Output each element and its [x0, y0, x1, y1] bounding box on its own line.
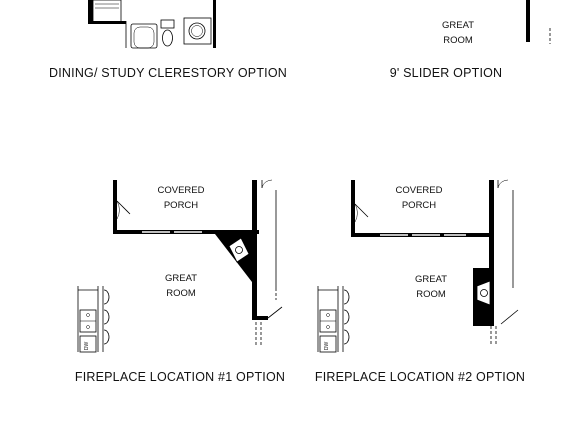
dining-study-plan-fragment	[88, 0, 216, 49]
toilet-bowl	[162, 29, 173, 47]
fp1-dishwasher	[79, 335, 97, 353]
fp2-stool-3	[343, 329, 350, 345]
fp1-great-room-label-line1: GREAT	[165, 273, 197, 284]
fp1-porch-label-line2: PORCH	[164, 200, 198, 211]
fp2-left-wall	[351, 180, 355, 235]
fp2-firebox	[476, 280, 491, 306]
sink-bowl	[188, 22, 206, 40]
fp2-stool-2	[343, 309, 350, 325]
top-great-room-label-line1: GREAT	[442, 20, 474, 31]
fp1-porch-label-line1: COVERED	[158, 185, 205, 196]
fp2-side-door	[500, 309, 519, 325]
fp1-stool-2	[103, 309, 110, 325]
fp1-wall-return	[252, 316, 268, 320]
fp1-left-wall	[113, 180, 117, 232]
toilet-tank	[160, 19, 175, 29]
bath-bottom-wall	[88, 21, 126, 24]
fp1-side-door	[267, 306, 283, 319]
fp2-porch-door	[354, 203, 369, 218]
fp2-dishwasher	[319, 335, 337, 353]
bath-right-wall	[213, 0, 216, 48]
fp2-dw-label: DW	[324, 342, 330, 351]
fp2-stool-1	[343, 289, 350, 305]
bathtub-basin	[133, 26, 155, 49]
fp2-porch-label-line2: PORCH	[402, 200, 436, 211]
slider-wall	[526, 0, 530, 42]
fp2-great-room-label-line2: ROOM	[416, 289, 446, 300]
top-great-room-label-line2: ROOM	[443, 35, 473, 46]
fp1-corner-fireplace	[215, 234, 252, 282]
fp2-right-wall	[489, 180, 494, 270]
bath-left-wall	[88, 0, 93, 24]
fp1-great-room-label-line2: ROOM	[166, 288, 196, 299]
caption-fireplace2: FIREPLACE LOCATION #2 OPTION	[315, 370, 525, 384]
fireplace1-plan: DW	[77, 179, 283, 353]
fp1-right-wall	[252, 180, 257, 318]
slider-plan-fragment: GREAT ROOM	[442, 0, 551, 46]
fp2-porch-label-line1: COVERED	[396, 185, 443, 196]
caption-slider: 9' SLIDER OPTION	[390, 66, 503, 80]
fireplace2-plan: DW	[317, 179, 519, 353]
fp1-firebox	[228, 237, 250, 263]
closet-outline	[92, 0, 122, 23]
fp1-stool-1	[103, 289, 110, 305]
caption-dining-study: DINING/ STUDY CLERESTORY OPTION	[49, 66, 287, 80]
bathtub	[130, 23, 158, 49]
vanity	[183, 17, 212, 45]
fp1-stool-3	[103, 329, 110, 345]
caption-fireplace1: FIREPLACE LOCATION #1 OPTION	[75, 370, 285, 384]
fp1-porch-door	[116, 200, 131, 215]
fp2-great-room-label-line1: GREAT	[415, 274, 447, 285]
fp1-dw-label: DW	[84, 342, 90, 351]
